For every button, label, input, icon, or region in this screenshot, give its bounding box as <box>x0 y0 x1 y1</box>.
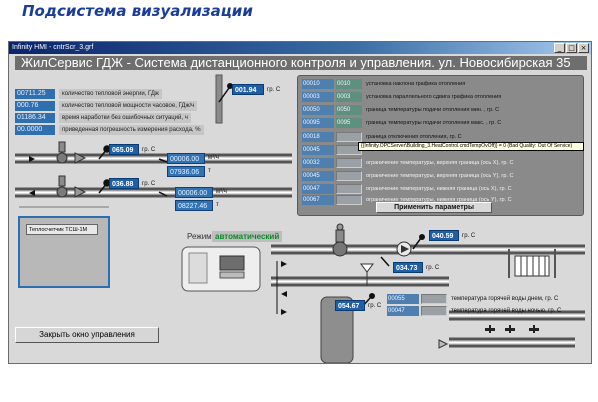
flow-rate-unit: м³/ч <box>208 155 219 161</box>
night-temp-label: температура горячей воды ночью, гр. С <box>451 308 562 314</box>
param-current <box>336 171 362 181</box>
schematic-drawing <box>15 74 585 363</box>
hot-water-temp-value: 040.59 <box>429 230 459 241</box>
left-valves <box>56 141 87 198</box>
param-label: установка наклона графика отопления <box>366 81 466 87</box>
night-temp-current <box>421 306 447 316</box>
radiator <box>514 255 550 277</box>
flow-rate-unit: м³/ч <box>216 189 227 195</box>
param-label: ограничение температуры, нижняя граница … <box>366 197 512 203</box>
heat-meter: Теплосчетчик ТСШ-1М <box>18 216 110 288</box>
minimize-button[interactable]: _ <box>554 43 565 53</box>
param-input[interactable]: 00018 <box>302 132 334 142</box>
supply-temp-value: 065.09 <box>109 144 139 155</box>
opc-tooltip: {{Infinity.OPCServer\Building_3.HeatCont… <box>358 142 584 151</box>
circulation-temp-unit: гр. С <box>426 265 440 271</box>
flow-total-unit: т <box>208 168 211 174</box>
boiler-temp-unit: гр. С <box>368 303 382 309</box>
return-temp-unit: гр. С <box>142 181 156 187</box>
riser-temp-value: 001.94 <box>232 84 264 95</box>
window-controls: _ □ × <box>554 43 589 53</box>
counter-label: приведенная погрешность измерения расход… <box>59 125 204 135</box>
left-supply-pipe <box>15 153 292 198</box>
day-temp-label: температура горячей воды днем, гр. С <box>451 296 559 302</box>
flow-total-value: 08227.46 <box>175 200 213 211</box>
hmi-window: Infinity HMI - cntrScr_3.grf _ □ × ЖилСе… <box>8 41 592 364</box>
riser-temp-unit: гр. С <box>267 87 281 93</box>
day-temp-current <box>421 294 447 304</box>
system-banner: ЖилСервис ГДЖ - Система дистанционного к… <box>15 56 587 70</box>
close-control-window-button[interactable]: Закрыть окно управления <box>15 327 159 343</box>
boiler-temp-value: 054.67 <box>335 300 365 311</box>
param-current <box>336 184 362 194</box>
param-current: 0095 <box>336 118 362 128</box>
page-heading: Подсистема визуализации <box>22 2 253 20</box>
close-button[interactable]: × <box>578 43 589 53</box>
param-label: ограничение температуры, верхняя граница… <box>366 160 514 166</box>
flow-total-unit: т <box>216 202 219 208</box>
param-input[interactable]: 00050 <box>302 105 334 115</box>
banner-text: ЖилСервис ГДЖ - Система дистанционного к… <box>21 56 571 70</box>
counter-value: 00.0000 <box>15 125 55 135</box>
maximize-button[interactable]: □ <box>566 43 577 53</box>
param-input[interactable]: 00067 <box>302 195 334 205</box>
param-current: 0050 <box>336 105 362 115</box>
param-input[interactable]: 00047 <box>302 184 334 194</box>
param-current <box>336 132 362 142</box>
param-current: 0010 <box>336 79 362 89</box>
param-input[interactable]: 00045 <box>302 145 334 155</box>
param-label: граница температуры подачи отопления мак… <box>366 120 502 126</box>
counter-value: 01186.34 <box>15 113 55 123</box>
flow-rate-value: 00006.00 <box>175 187 213 198</box>
controller-device <box>181 246 261 292</box>
param-label: ограничение температуры, нижняя граница … <box>366 186 512 192</box>
left-flow-arrows <box>29 156 35 196</box>
param-input[interactable]: 00010 <box>302 79 334 89</box>
flow-rate-value: 00006.00 <box>167 153 205 164</box>
window-title: Infinity HMI - cntrScr_3.grf <box>12 44 94 51</box>
flow-total-value: 07936.06 <box>167 166 205 177</box>
param-current <box>336 158 362 168</box>
circulation-temp-value: 034.73 <box>393 262 423 273</box>
meter-label: Теплосчетчик ТСШ-1М <box>26 224 98 235</box>
counter-label: количество тепловой энергии, ГДж <box>59 89 162 99</box>
apply-parameters-button[interactable]: Применить параметры <box>376 202 492 213</box>
parameters-panel: 00010 0010 установка наклона графика ото… <box>297 75 584 216</box>
param-current <box>336 195 362 205</box>
day-temp-input[interactable]: 00055 <box>387 294 419 304</box>
param-label: граница температуры подачи отопления мин… <box>366 107 500 113</box>
mode-value[interactable]: автоматический <box>212 231 283 242</box>
param-input[interactable]: 00032 <box>302 158 334 168</box>
param-label: граница отключения отопления, гр. С <box>366 134 462 140</box>
hot-water-temp-unit: гр. С <box>462 233 476 239</box>
param-current: 0003 <box>336 92 362 102</box>
param-label: ограничение температуры, верхняя граница… <box>366 173 514 179</box>
counter-value: 00711.25 <box>15 89 55 99</box>
return-temp-value: 036.88 <box>109 178 139 189</box>
window-titlebar[interactable]: Infinity HMI - cntrScr_3.grf _ □ × <box>9 42 591 54</box>
supply-temp-unit: гр. С <box>142 147 156 153</box>
counter-value: 000.76 <box>15 101 55 111</box>
param-input[interactable]: 00095 <box>302 118 334 128</box>
param-input[interactable]: 00045 <box>302 171 334 181</box>
night-temp-input[interactable]: 00047 <box>387 306 419 316</box>
water-taps <box>485 325 539 333</box>
param-label: установка параллельного сдвига графика о… <box>366 94 502 100</box>
counter-label: количество тепловой мощности часовое, ГД… <box>59 101 198 111</box>
sensor-probes <box>98 145 168 197</box>
param-input[interactable]: 00003 <box>302 92 334 102</box>
counter-label: время наработки без ошибочных ситуаций, … <box>59 113 191 123</box>
mode-label: Режим: <box>187 232 214 241</box>
